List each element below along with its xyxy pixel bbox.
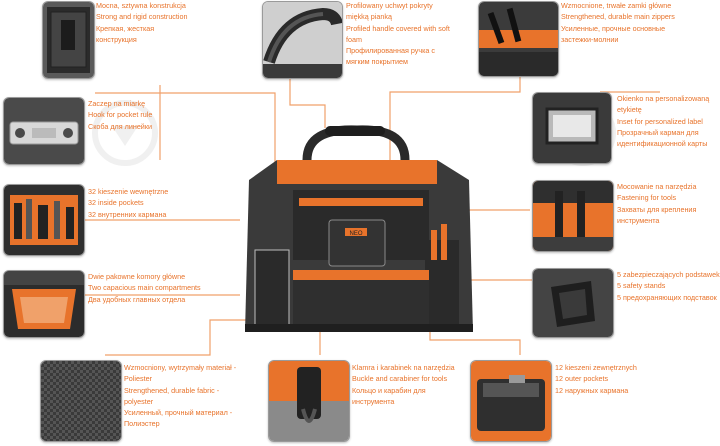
caption-zippers: Wzmocnione, trwałe zamki główne Strength… (561, 0, 675, 45)
caption-line: Strengthened, durable main zippers (561, 12, 675, 22)
caption-line: Klamra i karabinek na narzędzia (352, 363, 455, 372)
caption-line: 5 предохраняющих подставок (617, 292, 717, 302)
caption-sturdy: Mocna, sztywna konstrukcja Strong and ri… (96, 0, 188, 45)
caption-line: Strengthened, durable fabric - (124, 385, 220, 395)
caption-line: 12 outer pockets (555, 374, 609, 384)
caption-line: 32 inside pockets (88, 198, 144, 208)
caption-line: Zaczep na miarkę (88, 99, 146, 108)
caption-line: Profilowany uchwyt pokryty (346, 1, 433, 10)
caption-line: 32 внутренних кармана (88, 209, 167, 219)
caption-line: мягким покрытием (346, 57, 408, 67)
caption-line: Захваты для крепления (617, 204, 697, 214)
caption-buckle: Klamra i karabinek na narzędzia Buckle a… (352, 362, 455, 407)
caption-fastening: Mocowanie na narzędzia Fastening for too… (617, 181, 697, 226)
thumb-sturdy (42, 1, 95, 79)
caption-line: Усиленный, прочный материал - (124, 408, 233, 418)
caption-line: Прозрачный карман для (617, 127, 699, 137)
caption-line: Крепкая, жесткая (96, 23, 155, 33)
brand-label: NEO (349, 231, 362, 237)
caption-stands: 5 zabezpieczających podstawek 5 safety s… (617, 269, 720, 303)
caption-line: Кольцо и карабин для (352, 385, 426, 395)
thumb-fabric (40, 360, 122, 442)
caption-line: Усиленные, прочные основные (561, 23, 666, 33)
caption-line: Two capacious main compartments (88, 283, 201, 293)
caption-line: 32 kieszenie wewnętrzne (88, 187, 169, 196)
caption-line: foam (346, 34, 362, 44)
caption-line: Okienko na personalizowaną (617, 94, 710, 103)
thumb-handle (262, 1, 343, 79)
caption-line: Fastening for tools (617, 193, 677, 203)
caption-line: Wzmocniony, wytrzymały materiał - (124, 363, 237, 372)
caption-line: 5 safety stands (617, 281, 666, 291)
caption-line: Скоба для линейки (88, 121, 152, 131)
caption-line: Полиэстер (124, 419, 160, 429)
caption-hook: Zaczep na miarkę Hook for pocket rule Ск… (88, 98, 152, 132)
caption-line: Dwie pakowne komory główne (88, 272, 186, 281)
thumb-fastening (532, 180, 614, 252)
caption-line: Профилированная ручка с (346, 46, 435, 56)
caption-line: Mocna, sztywna konstrukcja (96, 1, 186, 10)
caption-line: 12 наружных кармана (555, 385, 629, 395)
caption-fabric: Wzmocniony, wytrzymały materiał - Polies… (124, 362, 236, 430)
caption-inside-pockets: 32 kieszenie wewnętrzne 32 inside pocket… (88, 186, 168, 220)
caption-compartments: Dwie pakowne komory główne Two capacious… (88, 271, 201, 305)
thumb-label (532, 92, 612, 164)
caption-line: идентификационной карты (617, 139, 708, 149)
thumb-zippers (478, 1, 559, 77)
caption-line: Mocowanie na narzędzia (617, 182, 697, 191)
tool-bag-image: NEO (245, 125, 473, 332)
thumb-stands (532, 268, 614, 338)
caption-line: Hook for pocket rule (88, 110, 153, 120)
watermark-icon (92, 100, 158, 166)
caption-line: etykietę (617, 105, 642, 115)
caption-line: 5 zabezpieczających podstawek (617, 270, 720, 279)
caption-line: инструмента (617, 215, 660, 225)
thumb-compartments (3, 270, 85, 338)
thumb-outer-pockets (470, 360, 552, 442)
caption-line: Poliester (124, 374, 152, 384)
thumb-inside-pockets (3, 184, 85, 256)
thumb-hook (3, 97, 85, 165)
caption-line: Два удобных главных отдела (88, 294, 186, 304)
caption-outer-pockets: 12 kieszeni zewnętrznych 12 outer pocket… (555, 362, 637, 396)
caption-line: 12 kieszeni zewnętrznych (555, 363, 637, 372)
caption-line: Wzmocnione, trwałe zamki główne (561, 1, 672, 10)
caption-line: miękką pianką (346, 12, 392, 22)
caption-label: Okienko na personalizowaną etykietę Inse… (617, 93, 709, 149)
caption-line: Strong and rigid construction (96, 12, 188, 22)
caption-line: застежки-молнии (561, 34, 619, 44)
caption-line: Inset for personalized label (617, 116, 703, 126)
caption-handle: Profilowany uchwyt pokryty miękką pianką… (346, 0, 450, 68)
caption-line: polyester (124, 396, 154, 406)
caption-line: Buckle and carabiner for tools (352, 374, 448, 384)
caption-line: инструмента (352, 396, 395, 406)
thumb-buckle (268, 360, 350, 442)
caption-line: конструкция (96, 34, 137, 44)
caption-line: Profiled handle covered with soft (346, 23, 450, 33)
